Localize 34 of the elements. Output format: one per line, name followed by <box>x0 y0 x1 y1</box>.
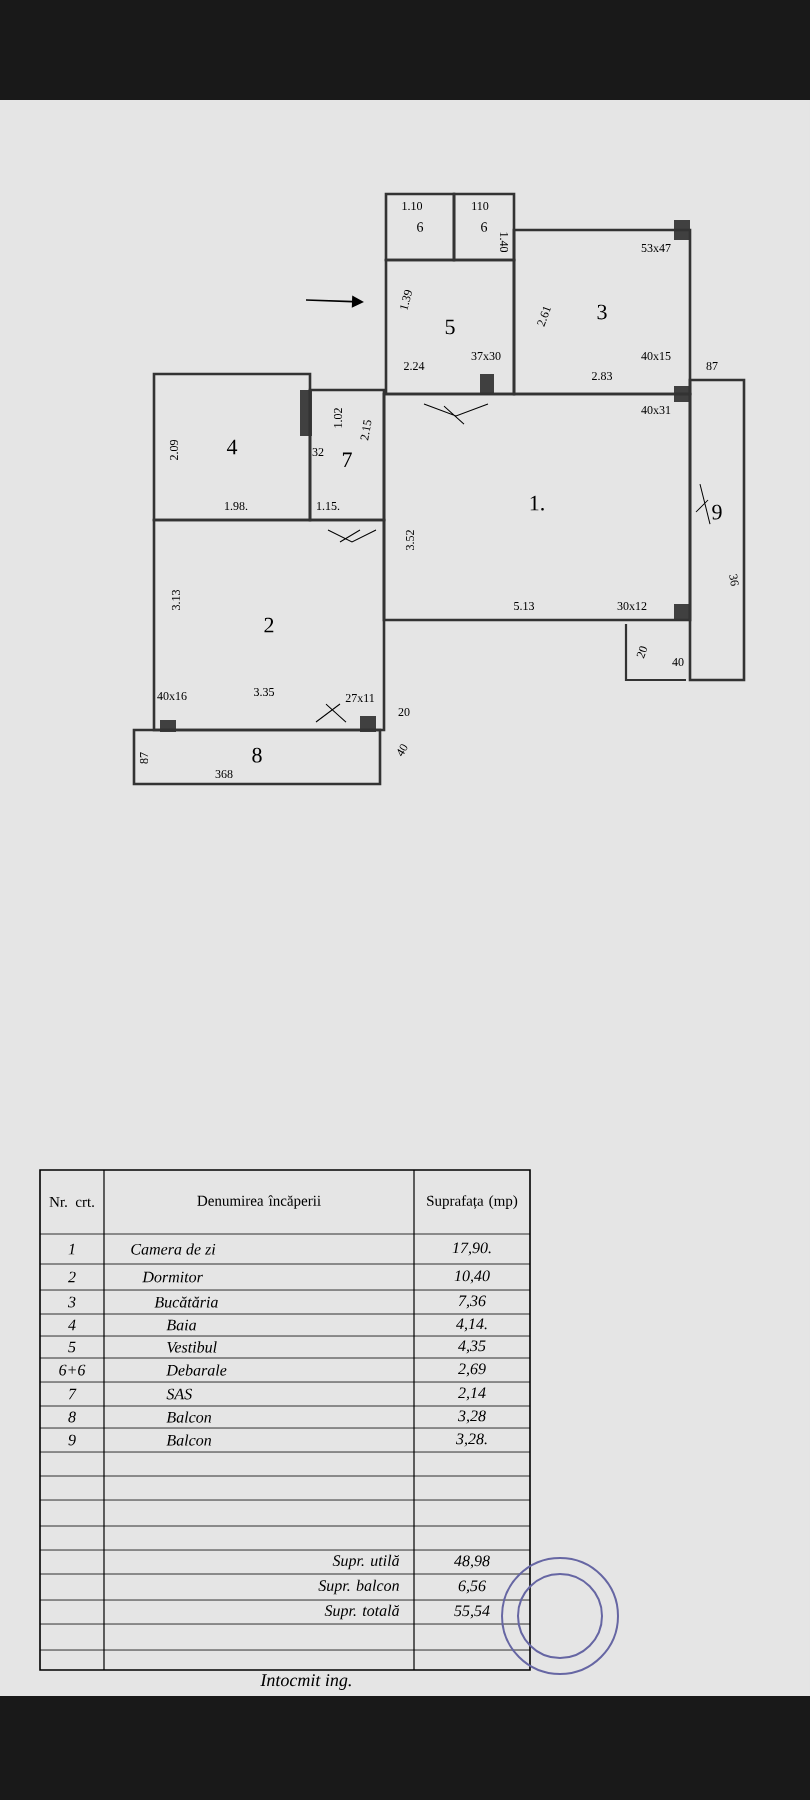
row-number: 9 <box>68 1434 76 1446</box>
room-name: Dormitor <box>142 1271 203 1283</box>
area-value: 55,54 <box>454 1605 490 1619</box>
room-name: SAS <box>166 1388 192 1400</box>
total-label: Supr. totală <box>324 1604 400 1620</box>
area-value: 48,98 <box>454 1555 490 1569</box>
room-name: Baia <box>166 1319 197 1331</box>
area-value: 17,90. <box>452 1242 491 1256</box>
area-value: 6,56 <box>458 1580 486 1594</box>
row-number: 2 <box>68 1271 76 1283</box>
area-value: 2,14 <box>458 1387 486 1401</box>
row-number: 8 <box>68 1411 76 1423</box>
row-number: 1 <box>68 1243 75 1255</box>
room-name: Balcon <box>166 1434 212 1446</box>
room-name: Camera de zi <box>131 1243 216 1255</box>
row-number: 7 <box>68 1388 77 1400</box>
row-number: 5 <box>68 1341 76 1353</box>
area-value: 3,28. <box>455 1433 487 1447</box>
area-value: 7,36 <box>458 1295 486 1309</box>
signature-note: Intocmit ing. <box>260 1674 351 1690</box>
area-value: 2,69 <box>458 1363 486 1377</box>
area-value: 4,35 <box>458 1340 486 1354</box>
area-value: 3,28 <box>457 1410 486 1424</box>
room-name: Debarale <box>166 1364 227 1376</box>
room-name: Bucătăria <box>154 1296 218 1308</box>
row-number: 4 <box>68 1319 76 1331</box>
room-name: Balcon <box>166 1411 212 1423</box>
area-value: 10,40 <box>454 1270 490 1284</box>
row-number: 3 <box>67 1296 76 1308</box>
total-label: Supr. balcon <box>318 1579 399 1595</box>
area-value: 4,14. <box>456 1318 487 1332</box>
row-number: 6+6 <box>59 1364 86 1376</box>
room-name: Vestibul <box>167 1341 217 1353</box>
total-label: Supr. utilă <box>332 1554 400 1570</box>
